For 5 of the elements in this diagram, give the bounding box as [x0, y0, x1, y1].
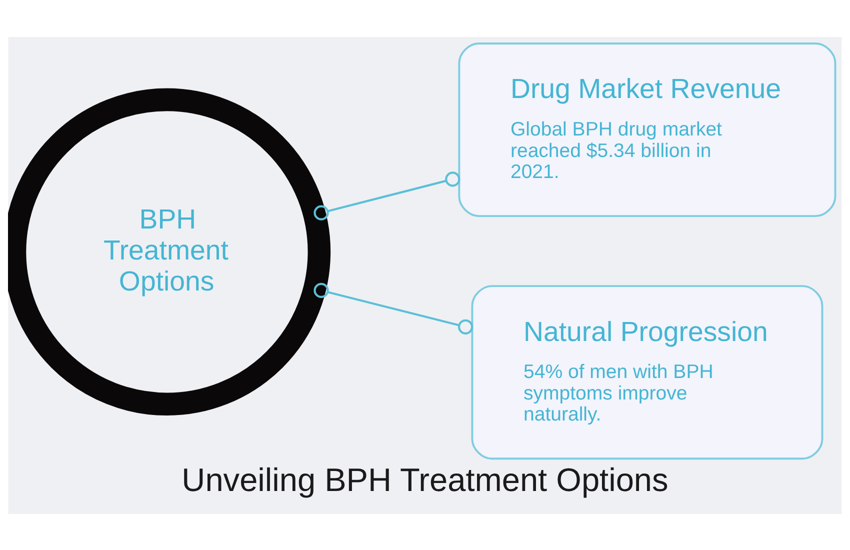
node-box: Drug Market Revenue Global BPH drug market reached $5.34 billion in 2021.	[458, 42, 836, 217]
node-box: Natural Progression 54% of men with BPH symptoms improve naturally.	[471, 284, 824, 460]
connector	[314, 171, 460, 220]
diagram-title: Unveiling BPH Treatment Options	[182, 462, 668, 498]
connector	[314, 282, 474, 334]
